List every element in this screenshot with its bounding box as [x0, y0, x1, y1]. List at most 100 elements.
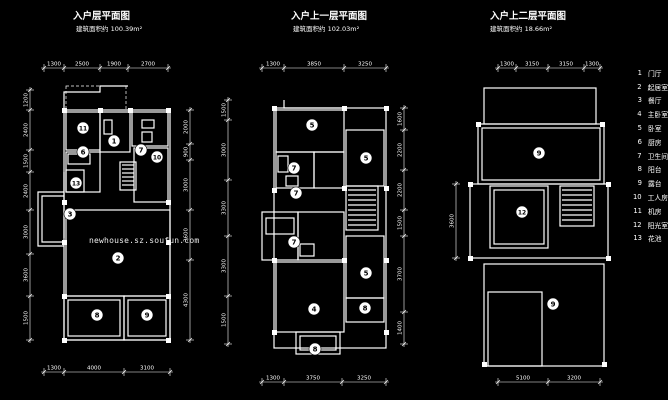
room-number: 9: [537, 149, 542, 157]
room-number-circle: [305, 118, 319, 132]
dimension-label: 3250: [357, 376, 371, 382]
wardrobe-outline: [313, 151, 345, 189]
dining-bay-outline: [37, 191, 64, 247]
room-number-marker: 5: [359, 151, 373, 165]
legend-number: 1: [637, 68, 642, 77]
legend-label: 卫生间: [647, 152, 668, 161]
dimension-tick: [27, 107, 33, 113]
legend-number: 10: [632, 193, 642, 202]
room-number-marker: 9: [532, 146, 546, 160]
room-number: 6: [81, 148, 86, 156]
room-number-circle: [76, 121, 90, 135]
legend-number: 4: [637, 110, 642, 119]
dimension-tick: [401, 105, 407, 111]
sunroom-inner: [493, 189, 545, 245]
dimension-tick: [27, 207, 33, 213]
dimension-label: 3150: [525, 62, 539, 68]
dimension-label: 1900: [107, 62, 121, 68]
room-number-circle: [63, 207, 77, 221]
wall-line: [63, 85, 128, 110]
dimension-label: 2500: [75, 62, 89, 68]
legend-number: 8: [637, 165, 642, 174]
dimension-tick: [225, 117, 231, 123]
dimension-tick: [401, 309, 407, 315]
dimension-tick: [27, 251, 33, 257]
dimension-tick: [27, 87, 33, 93]
dimension-tick: [513, 65, 519, 71]
dimension-label: 3600: [184, 228, 190, 242]
dimension-label: 3000: [222, 143, 228, 157]
room-number: 11: [79, 125, 87, 132]
room-number-circle: [287, 161, 301, 175]
dimension-tick: [401, 207, 407, 213]
dimension-label: 2700: [141, 62, 155, 68]
wall-column: [468, 182, 473, 187]
dining-bay-inner: [41, 195, 64, 243]
dimension-label: 3300: [222, 259, 228, 273]
dimension-tick: [225, 97, 231, 103]
room-number-marker: 5: [359, 266, 373, 280]
dimension-tick: [187, 107, 193, 113]
dimension-label: 1500: [24, 154, 30, 168]
room-number-marker: 7: [287, 235, 301, 249]
wall-column: [342, 186, 347, 191]
plan-title-entry-floor: 入户层平面图: [73, 11, 131, 22]
dimension-label: 2400: [24, 184, 30, 198]
dimension-tick: [495, 65, 501, 71]
mid-floor-outline: [469, 183, 609, 259]
room-number-circle: [307, 302, 321, 316]
dimension-tick: [281, 65, 287, 71]
room-number: 5: [364, 269, 369, 277]
legend-label: 餐厅: [648, 97, 662, 106]
wall-column: [272, 330, 277, 335]
legend-label: 机房: [648, 207, 662, 216]
bedroom-a-outline: [275, 109, 345, 153]
dimension-tick: [597, 65, 603, 71]
dimension-label: 900: [184, 146, 190, 157]
room-number: 8: [313, 345, 318, 353]
dimension-label: 3600: [24, 268, 30, 282]
room-number-marker: 7: [287, 161, 301, 175]
legend-number: 11: [633, 206, 642, 215]
sunroom-outline: [489, 185, 549, 249]
dimension-tick: [401, 167, 407, 173]
master-bedroom-outline: [275, 261, 345, 333]
dimension-tick: [281, 379, 287, 385]
dimension-tick: [401, 233, 407, 239]
room-number-marker: 10: [150, 150, 164, 164]
fixture-sink: [141, 119, 155, 129]
terrace-bottom-inner: [487, 291, 543, 367]
room-toilet-outline: [131, 111, 169, 147]
fixture-bathtub: [265, 217, 295, 235]
wall-column: [166, 240, 171, 245]
legend-number: 3: [637, 96, 642, 105]
room-number-marker: 5: [305, 118, 319, 132]
room-number: 1: [112, 137, 117, 145]
legend-number: 6: [637, 137, 642, 146]
dimension-tick: [27, 293, 33, 299]
watermark-text: newhouse.sz.soufun.com: [89, 236, 200, 245]
room-number: 9: [145, 311, 150, 319]
dimension-label: 3150: [559, 62, 573, 68]
stair-outline: [119, 161, 137, 191]
room-number: 3: [68, 210, 73, 218]
wall-column: [272, 188, 277, 193]
room-number-marker: 3: [63, 207, 77, 221]
dimension-tick: [259, 65, 265, 71]
dimension-label: 1300: [266, 62, 280, 68]
legend-label: 工人房: [647, 194, 668, 203]
wall-column: [62, 200, 67, 205]
dimension-label: 1500: [398, 216, 404, 230]
plan-title-upper-one: 入户上一层平面图: [291, 11, 368, 22]
dimension-tick: [341, 65, 347, 71]
dimension-tick: [167, 369, 173, 375]
room-number: 12: [518, 209, 526, 216]
dimension-label: 1400: [398, 321, 404, 335]
wall-column: [272, 258, 277, 263]
dimension-tick: [383, 65, 389, 71]
fixture-bathtub: [277, 155, 289, 173]
